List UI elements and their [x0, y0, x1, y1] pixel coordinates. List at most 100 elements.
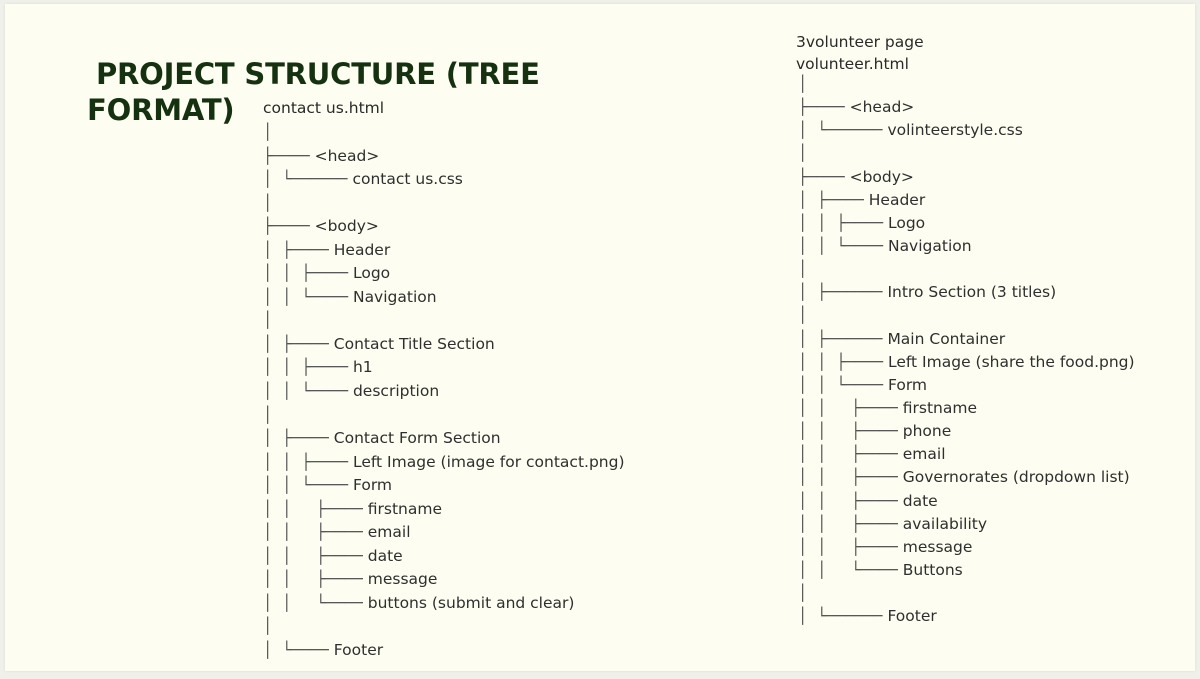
tree-connector: │ │ ├──── — [798, 213, 888, 232]
tree-connector: │ ├──── — [263, 240, 334, 259]
tree-node: │ │ └──── Form — [798, 374, 1135, 397]
tree-node: │ │ ├──── Left Image (share the food.png… — [798, 351, 1135, 374]
tree-node: │ │ ├──── Logo — [263, 262, 625, 286]
tree-connector: │ │ ├──── — [263, 358, 353, 377]
tree-node: │ │ ├──── date — [798, 490, 1135, 513]
tree-node-label: Footer — [333, 641, 384, 660]
tree-node: │ — [798, 73, 1135, 96]
tree-node-label: <body> — [849, 167, 914, 186]
tree-connector: │ ├──── — [263, 429, 334, 448]
tree-connector: │ │ ├──── — [798, 514, 903, 533]
tree-node-label: Main Container — [887, 329, 1006, 348]
tree-connector: │ — [263, 617, 273, 636]
tree-node-label: Governorates (dropdown list) — [902, 468, 1130, 487]
tree-node: │ └────── contact us.css — [263, 168, 625, 192]
tree-connector: │ │ └──── — [798, 236, 888, 255]
tree-connector: │ ├──── — [798, 190, 869, 209]
tree-node: │ — [798, 142, 1135, 165]
tree-connector: │ │ ├──── — [798, 352, 888, 371]
tree-connector: │ — [798, 584, 808, 603]
tree-node-label: Form — [352, 476, 393, 495]
tree-node-label: Intro Section (3 titles) — [887, 283, 1057, 302]
tree-node: │ ├──── Contact Form Section — [263, 427, 625, 451]
tree-node-label: Buttons — [902, 560, 963, 579]
tree-connector: │ — [263, 123, 273, 141]
tree-connector: │ │ ├──── — [798, 398, 903, 417]
tree-connector: │ │ └──── — [263, 382, 353, 401]
tree-connector: │ │ ├──── — [263, 523, 368, 542]
tree-node: │ ├────── Intro Section (3 titles) — [798, 281, 1135, 304]
tree-connector: │ — [798, 306, 808, 325]
tree-connector: ├──── — [263, 146, 315, 165]
tree-connector: │ │ ├──── — [263, 546, 368, 565]
diagram-title: PROJECT STRUCTURE (TREE FORMAT) — [87, 56, 647, 128]
tree-node-label: <head> — [314, 146, 380, 165]
tree-connector: │ │ ├──── — [263, 499, 368, 518]
tree-connector: ├──── — [798, 98, 850, 117]
tree-connector: │ — [263, 193, 273, 212]
tree-node: │ ├────── Main Container — [798, 328, 1135, 351]
tree-node: │ ├──── Contact Title Section — [263, 333, 625, 357]
tree-connector: │ — [263, 405, 273, 424]
tree-connector: │ — [798, 75, 808, 93]
tree-node-label: date — [902, 491, 938, 510]
tree-node-label: Contact Form Section — [333, 429, 501, 448]
tree-node-label: Header — [333, 240, 391, 259]
tree-node: │ │ ├──── message — [798, 536, 1135, 559]
tree-connector: │ │ └──── — [798, 375, 888, 394]
tree-node-label: <body> — [314, 217, 379, 236]
tree-node: │ │ ├──── email — [263, 521, 625, 545]
tree-node: │ │ └──── Navigation — [263, 286, 625, 310]
tree-connector: │ └──── — [263, 641, 334, 660]
tree-connector: │ │ └──── — [798, 560, 903, 579]
title-line-1: PROJECT STRUCTURE (TREE — [96, 57, 540, 91]
tree-node: │ — [798, 258, 1135, 281]
tree-node-label: email — [367, 523, 411, 542]
tree-node: ├──── <head> — [263, 145, 625, 169]
tree-node: │ │ ├──── firstname — [263, 498, 625, 522]
right-file-name: volunteer.html — [796, 55, 909, 73]
tree-connector: │ ├────── — [798, 283, 888, 302]
tree-node: │ └────── volinteerstyle.css — [798, 119, 1135, 142]
tree-node-label: Navigation — [887, 236, 972, 255]
tree-connector: │ └────── — [798, 607, 888, 626]
tree-connector: │ │ ├──── — [798, 422, 903, 441]
tree-connector: ├──── — [263, 217, 315, 236]
tree-node-label: Left Image (share the food.png) — [887, 352, 1135, 371]
tree-node: │ — [263, 615, 625, 639]
tree-node-label: firstname — [902, 398, 977, 417]
tree-node: │ │ ├──── firstname — [798, 397, 1135, 420]
tree-node: │ └──── Footer — [263, 639, 625, 663]
tree-node-label: message — [367, 570, 438, 589]
tree-node: │ ├──── Header — [263, 239, 625, 263]
tree-connector: │ │ ├──── — [263, 570, 368, 589]
tree-connector: │ │ ├──── — [263, 452, 353, 471]
tree-connector: │ │ ├──── — [798, 468, 903, 487]
tree-connector: │ │ ├──── — [798, 445, 903, 464]
tree-node-label: contact us.css — [352, 170, 463, 189]
left-file-name: contact us.html — [263, 99, 385, 117]
tree-node-label: Contact Title Section — [333, 334, 495, 353]
tree-node: │ — [263, 121, 625, 145]
tree-node: │ └────── Footer — [798, 605, 1135, 628]
tree-node: │ │ └──── buttons (submit and clear) — [263, 592, 625, 616]
left-tree: │├──── <head>│ └────── contact us.css│├─… — [263, 121, 625, 663]
tree-connector: │ │ └──── — [263, 476, 353, 495]
tree-node-label: Navigation — [352, 287, 437, 306]
slide: PROJECT STRUCTURE (TREE FORMAT) contact … — [5, 4, 1195, 671]
tree-node: │ │ ├──── message — [263, 568, 625, 592]
tree-connector: │ — [798, 260, 808, 279]
tree-connector: │ └────── — [798, 121, 888, 140]
tree-node: │ │ └──── Form — [263, 474, 625, 498]
tree-node: │ │ ├──── phone — [798, 420, 1135, 443]
tree-node: │ │ ├──── Governorates (dropdown list) — [798, 466, 1135, 489]
tree-connector: │ ├────── — [798, 329, 888, 348]
tree-node-label: availability — [902, 514, 988, 533]
right-heading: 3volunteer page — [796, 33, 924, 51]
tree-node-label: <head> — [849, 98, 915, 117]
tree-node: │ │ ├──── email — [798, 443, 1135, 466]
tree-node: ├──── <head> — [798, 96, 1135, 119]
title-line-2: FORMAT) — [87, 93, 235, 127]
tree-node: │ — [798, 582, 1135, 605]
tree-node-label: date — [367, 546, 403, 565]
